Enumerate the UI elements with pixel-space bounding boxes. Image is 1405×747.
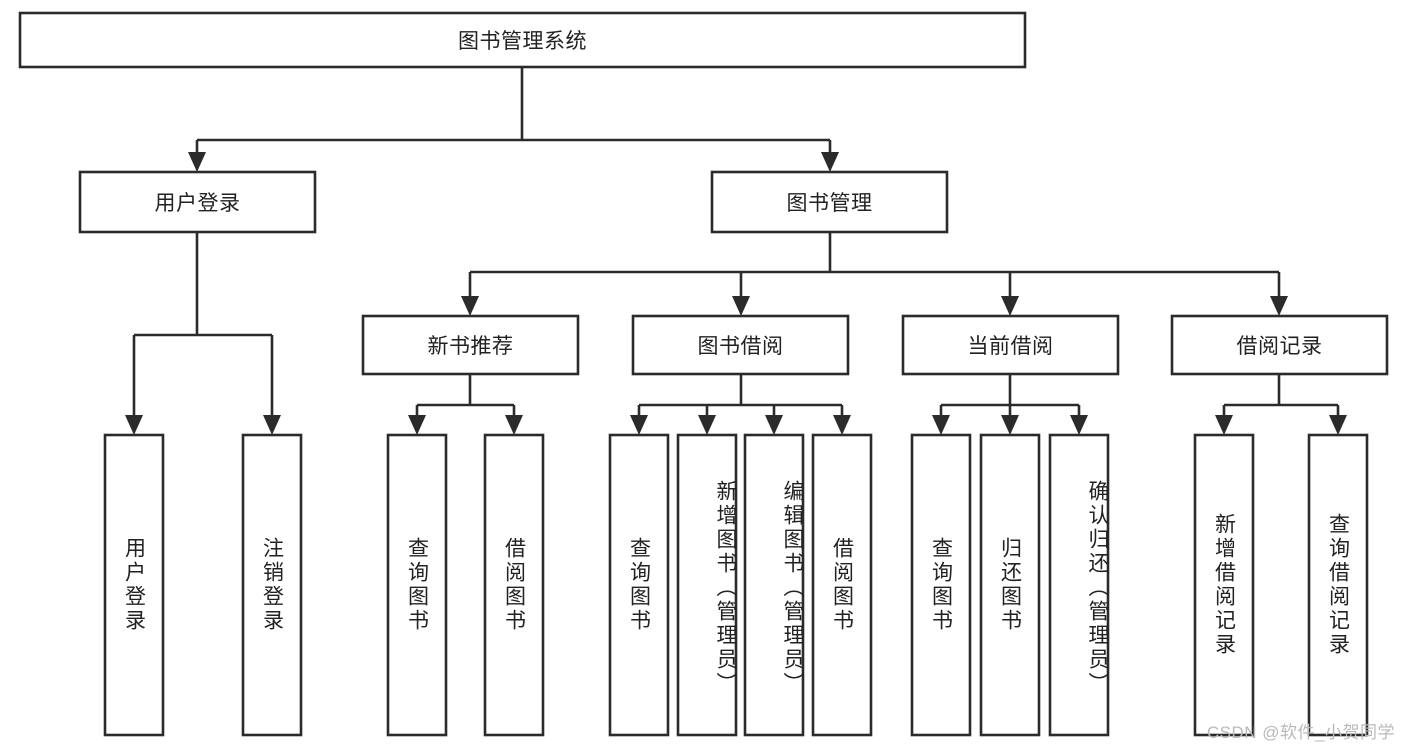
arrow-currentborrow-leaf-3	[1070, 415, 1088, 435]
node-box-leaf-new-books-1[interactable]	[483, 433, 545, 737]
node-box-leaf-user-login-1[interactable]	[241, 433, 303, 737]
node-box-leaf-current-borrow-0[interactable]	[910, 433, 972, 737]
node-box-user-login[interactable]	[78, 170, 317, 234]
csdn-watermark: CSDN @软件_小贺同学	[1206, 723, 1395, 742]
arrow-to-new-books	[461, 296, 479, 316]
arrow-to-current-borrow	[1001, 296, 1019, 316]
arrow-to-book-borrow	[732, 296, 750, 316]
arrow-bookborrow-leaf-1	[630, 415, 648, 435]
arrow-to-borrow-records	[1270, 296, 1288, 316]
node-box-leaf-book-borrow-3[interactable]	[811, 433, 873, 737]
arrow-to-user-login	[188, 152, 206, 172]
node-box-root[interactable]	[18, 11, 1027, 69]
arrow-currentborrow-leaf-2	[1001, 415, 1019, 435]
node-box-leaf-new-books-0[interactable]	[386, 433, 448, 737]
node-box-leaf-current-borrow-2[interactable]	[1048, 433, 1110, 737]
node-box-leaf-book-borrow-0[interactable]	[608, 433, 670, 737]
edges-group	[125, 67, 1347, 435]
arrow-newbooks-leaf-2	[505, 415, 523, 435]
node-box-book-borrow[interactable]	[631, 314, 850, 376]
node-box-current-borrow[interactable]	[901, 314, 1120, 376]
arrow-userlogin-leaf-2	[263, 415, 281, 435]
arrow-bookborrow-leaf-4	[833, 415, 851, 435]
node-box-leaf-user-login-0[interactable]	[103, 433, 165, 737]
arrow-newbooks-leaf-1	[408, 415, 426, 435]
arrow-borrowrecords-leaf-1	[1215, 415, 1233, 435]
node-box-borrow-records[interactable]	[1170, 314, 1389, 376]
node-box-book-management[interactable]	[710, 170, 949, 234]
node-box-leaf-book-borrow-2[interactable]	[743, 433, 805, 737]
arrow-userlogin-leaf-1	[125, 415, 143, 435]
nodes-group	[18, 11, 1389, 737]
node-box-leaf-borrow-records-1[interactable]	[1307, 433, 1369, 737]
node-box-leaf-borrow-records-0[interactable]	[1193, 433, 1255, 737]
arrow-to-book-mgmt	[821, 152, 839, 172]
arrow-currentborrow-leaf-1	[932, 415, 950, 435]
arrow-borrowrecords-leaf-2	[1329, 415, 1347, 435]
arrow-bookborrow-leaf-3	[765, 415, 783, 435]
node-box-new-book-recommend[interactable]	[361, 314, 580, 376]
node-box-leaf-current-borrow-1[interactable]	[979, 433, 1041, 737]
arrow-bookborrow-leaf-2	[698, 415, 716, 435]
node-box-leaf-book-borrow-1[interactable]	[676, 433, 738, 737]
